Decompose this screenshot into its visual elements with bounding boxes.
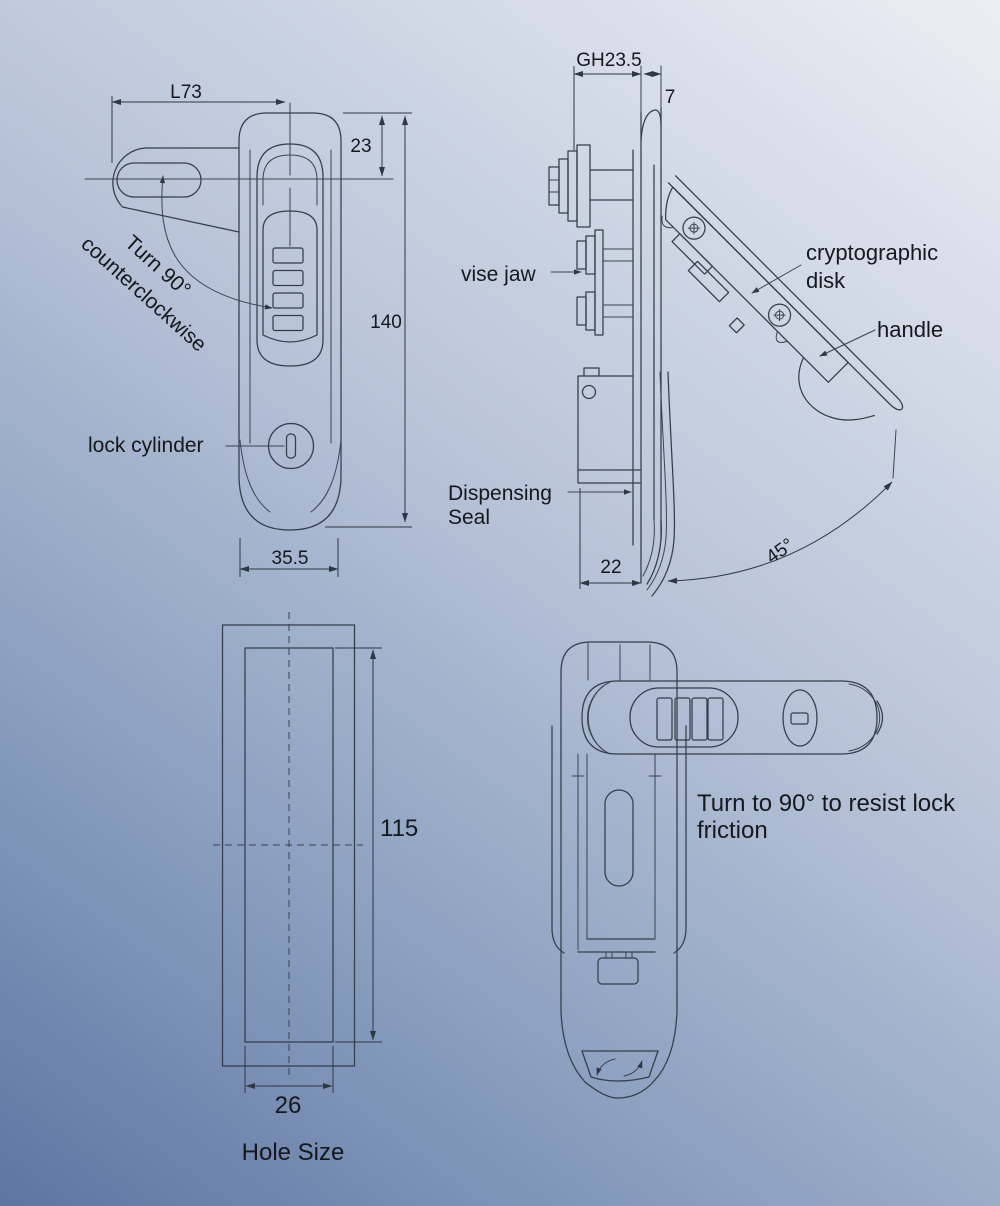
bracket-hole	[581, 384, 597, 400]
dim-115-label: 115	[380, 815, 418, 842]
dispensing-seal-label-line1: Dispensing	[448, 482, 552, 505]
hole-size-caption: Hole Size	[242, 1139, 345, 1166]
front-handle	[256, 143, 324, 367]
combination-dials	[272, 247, 304, 332]
grip-flare	[798, 356, 875, 421]
left-wing	[551, 725, 565, 954]
front-left-wing	[239, 439, 271, 513]
dim-7-label: 7	[665, 87, 676, 108]
mounting-bracket	[577, 367, 642, 484]
body-slot	[604, 789, 634, 887]
dim-35-5-label: 35.5	[272, 548, 309, 569]
rotation-arrow	[159, 175, 273, 310]
cam-arrow-left	[596, 1058, 616, 1076]
handle-screw-1	[682, 216, 706, 240]
dial-window	[262, 210, 318, 343]
clamp-bolt	[548, 144, 634, 228]
handle-end-nub	[876, 700, 884, 735]
open-keyhole	[782, 689, 818, 747]
open-combination-dials	[656, 697, 724, 741]
open-position-view: Turn to 90° to resist lock friction	[551, 641, 956, 1099]
side-handle-45	[661, 175, 904, 421]
handle-leader	[819, 329, 876, 357]
front-body-outline	[238, 112, 342, 531]
open-note-line2: friction	[697, 817, 768, 844]
cryptographic-disk-leader	[751, 264, 802, 294]
cam-plate	[581, 1050, 659, 1082]
dial-recess	[629, 687, 739, 748]
latch-block	[597, 957, 639, 985]
open-body	[551, 641, 687, 1099]
open-latch	[577, 938, 659, 1082]
cryptographic-disk-label-line2: disk	[806, 268, 846, 293]
dim-gh-label: GH23.5	[576, 50, 641, 71]
right-wing	[673, 725, 687, 954]
hole-dimensions	[244, 647, 382, 1093]
dim-140-label: 140	[370, 312, 402, 333]
front-right-wing	[310, 439, 342, 513]
dispensing-seal-label-line2: Seal	[448, 506, 490, 529]
cam-arrow-right	[623, 1060, 643, 1077]
swing-arc	[667, 429, 897, 584]
vise-jaw-nuts	[576, 229, 634, 336]
open-handle	[581, 680, 884, 755]
lock-cylinder-label: lock cylinder	[88, 434, 204, 457]
dim-22-label: 22	[600, 557, 621, 578]
dim-23-label: 23	[350, 136, 371, 157]
side-view: GH23.5 7 22 45° vise jaw cryptographic d…	[448, 50, 943, 597]
cryptographic-disk-label-line1: cryptographic	[806, 240, 938, 265]
hole-size-view: 115 26 Hole Size	[213, 612, 418, 1166]
front-dimensions	[111, 96, 412, 577]
side-dimensions	[573, 66, 662, 589]
handle-label: handle	[877, 317, 943, 342]
handle-screw-2	[767, 303, 792, 327]
vise-jaw-label: vise jaw	[461, 263, 537, 286]
dim-l73-label: L73	[170, 82, 202, 103]
dim-26-label: 26	[275, 1092, 302, 1119]
open-note-line1: Turn to 90° to resist lock	[697, 790, 956, 817]
